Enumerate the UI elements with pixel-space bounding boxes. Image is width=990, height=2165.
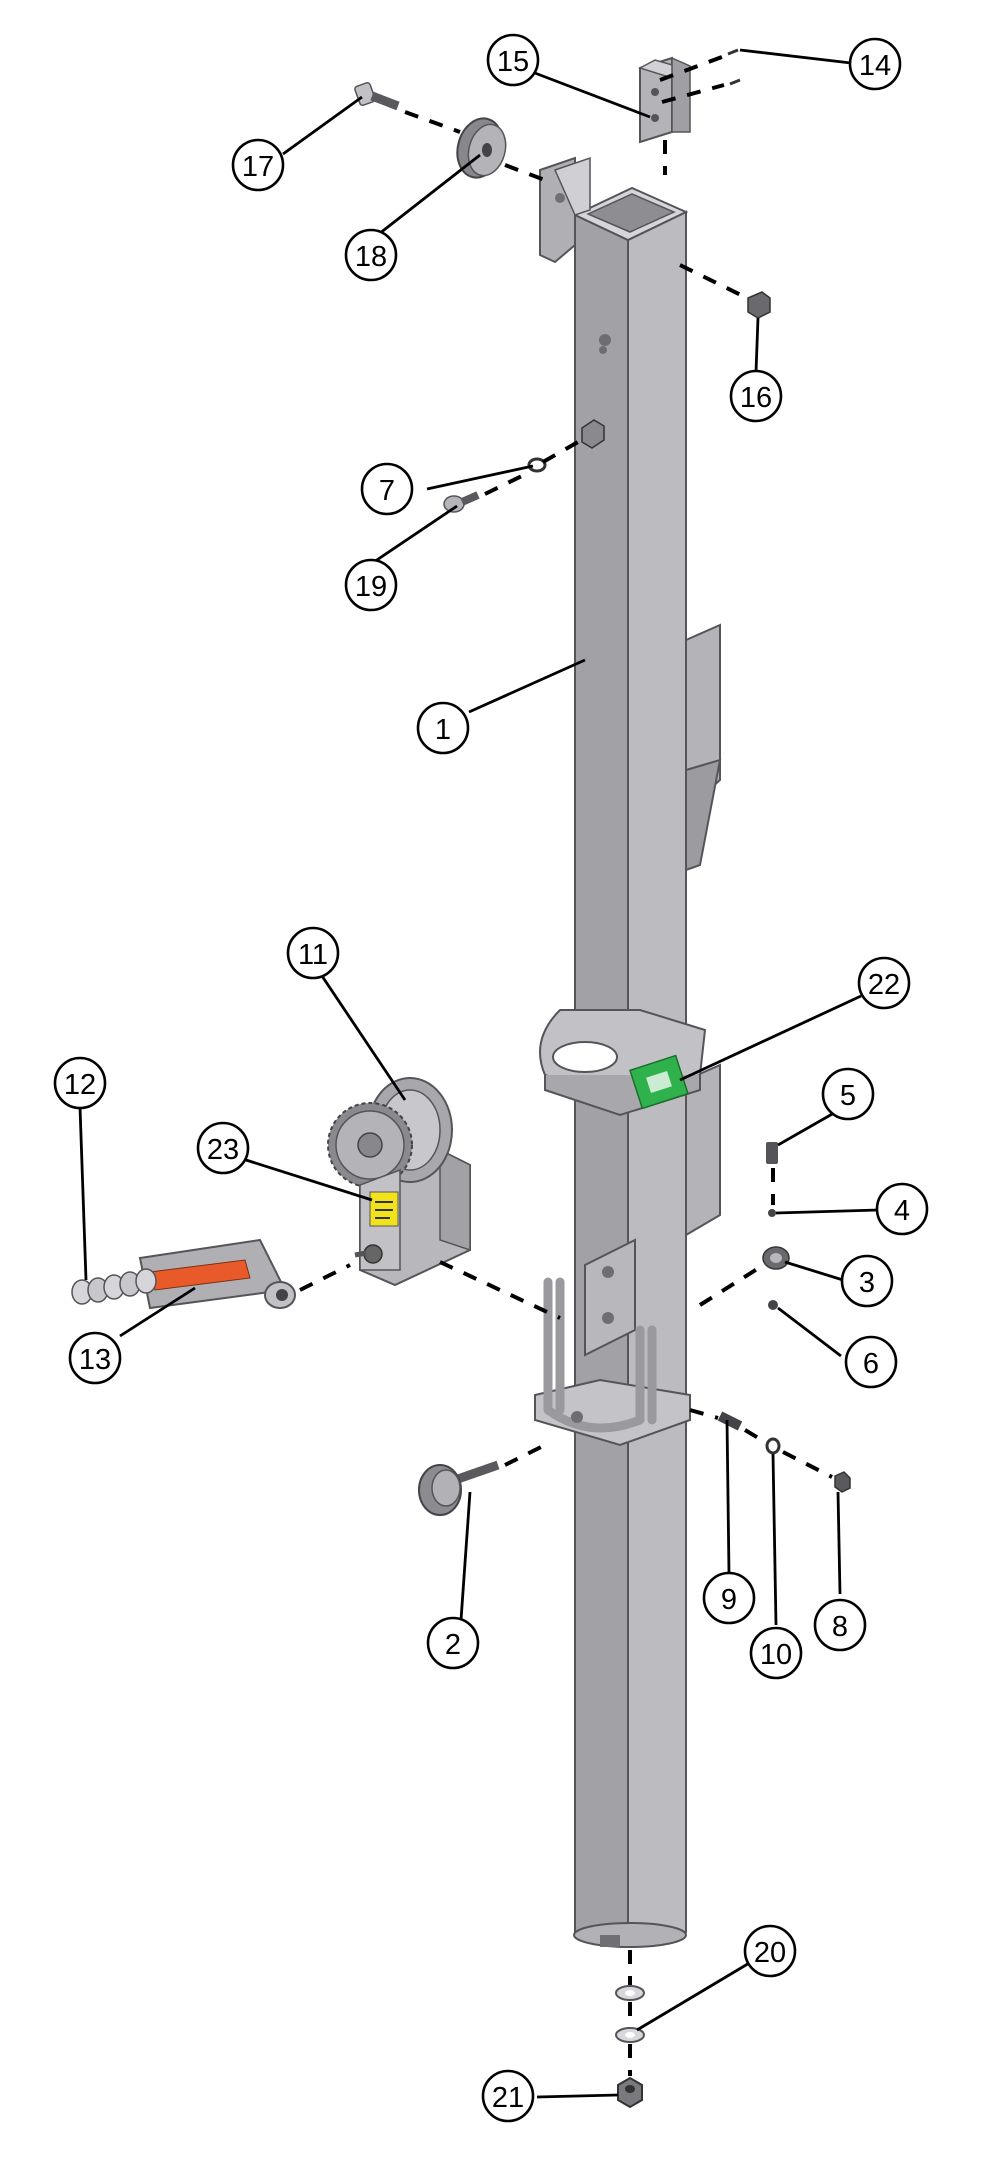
top-cap-plate [638, 56, 693, 144]
callout-2: 2 [426, 1616, 480, 1670]
svg-text:15: 15 [497, 46, 529, 78]
washer-7 [527, 457, 547, 473]
svg-text:6: 6 [863, 1348, 879, 1380]
mast-side-bracket-upper [685, 623, 722, 872]
nut-6 [768, 1300, 778, 1310]
callout-14: 14 [848, 37, 902, 91]
bolt-9 [717, 1411, 743, 1431]
mast-side-bracket-lower [685, 1063, 721, 1237]
callout-18: 18 [344, 228, 398, 282]
svg-text:20: 20 [754, 1937, 786, 1969]
callout-leader-lines [78, 48, 879, 2099]
callout-9: 9 [702, 1571, 756, 1625]
callout-22: 22 [857, 956, 911, 1010]
hex-nut-16 [747, 291, 771, 319]
svg-text:10: 10 [760, 1639, 792, 1671]
svg-text:16: 16 [740, 382, 772, 414]
svg-text:21: 21 [492, 2082, 524, 2114]
svg-text:8: 8 [832, 1611, 848, 1643]
callout-7: 7 [360, 462, 414, 516]
svg-text:5: 5 [840, 1080, 856, 1112]
callout-1: 1 [416, 701, 470, 755]
winch-mount-plate [584, 1238, 636, 1357]
svg-text:3: 3 [859, 1267, 875, 1299]
callout-4: 4 [875, 1182, 929, 1236]
nut-21 [617, 2076, 643, 2109]
washer-4 [768, 1209, 776, 1217]
callout-10: 10 [749, 1626, 803, 1680]
winch-decal-yellow [369, 1191, 399, 1227]
assembly-dashed-lines [299, 55, 833, 2076]
u-bolt-bracket [534, 1277, 691, 1447]
svg-text:17: 17 [242, 151, 274, 183]
svg-text:2: 2 [445, 1629, 461, 1661]
screw-pair [727, 48, 741, 86]
svg-text:4: 4 [894, 1195, 910, 1227]
callout-6: 6 [844, 1335, 898, 1389]
mast-top-bracket [539, 156, 591, 264]
mast-nut [581, 419, 605, 449]
callout-8: 8 [813, 1598, 867, 1652]
washers-20 [615, 1985, 645, 2043]
callout-11: 11 [286, 926, 340, 980]
nut-8 [834, 1471, 851, 1493]
callout-23: 23 [196, 1121, 250, 1175]
callout-5: 5 [821, 1067, 875, 1121]
svg-text:12: 12 [64, 1069, 96, 1101]
knob-bolt [418, 1460, 500, 1516]
winch [327, 1077, 471, 1287]
svg-text:22: 22 [868, 969, 900, 1001]
pulley-bracket-3 [762, 1246, 790, 1270]
svg-text:19: 19 [355, 571, 387, 603]
bolt-19 [443, 491, 480, 513]
washer-10 [765, 1437, 781, 1455]
warning-decal-green-inner [646, 1070, 672, 1094]
svg-text:23: 23 [207, 1134, 239, 1166]
svg-text:13: 13 [79, 1344, 111, 1376]
svg-text:11: 11 [298, 939, 328, 971]
callout-15: 15 [486, 33, 540, 87]
handle-grip [71, 1268, 157, 1305]
winch-handle [71, 1238, 296, 1310]
svg-text:1: 1 [435, 714, 451, 746]
svg-text:14: 14 [859, 50, 891, 82]
callout-16: 16 [729, 369, 783, 423]
callout-12: 12 [53, 1056, 107, 1110]
bolt-17 [354, 81, 400, 111]
svg-text:9: 9 [721, 1584, 737, 1616]
svg-text:18: 18 [355, 241, 387, 273]
callout-20: 20 [743, 1924, 797, 1978]
callout-3: 3 [840, 1254, 894, 1308]
callout-21: 21 [481, 2069, 535, 2123]
callout-19: 19 [344, 558, 398, 612]
callout-13: 13 [68, 1331, 122, 1385]
svg-text:7: 7 [379, 475, 395, 507]
bolt-5 [766, 1142, 778, 1164]
callout-17: 17 [231, 138, 285, 192]
